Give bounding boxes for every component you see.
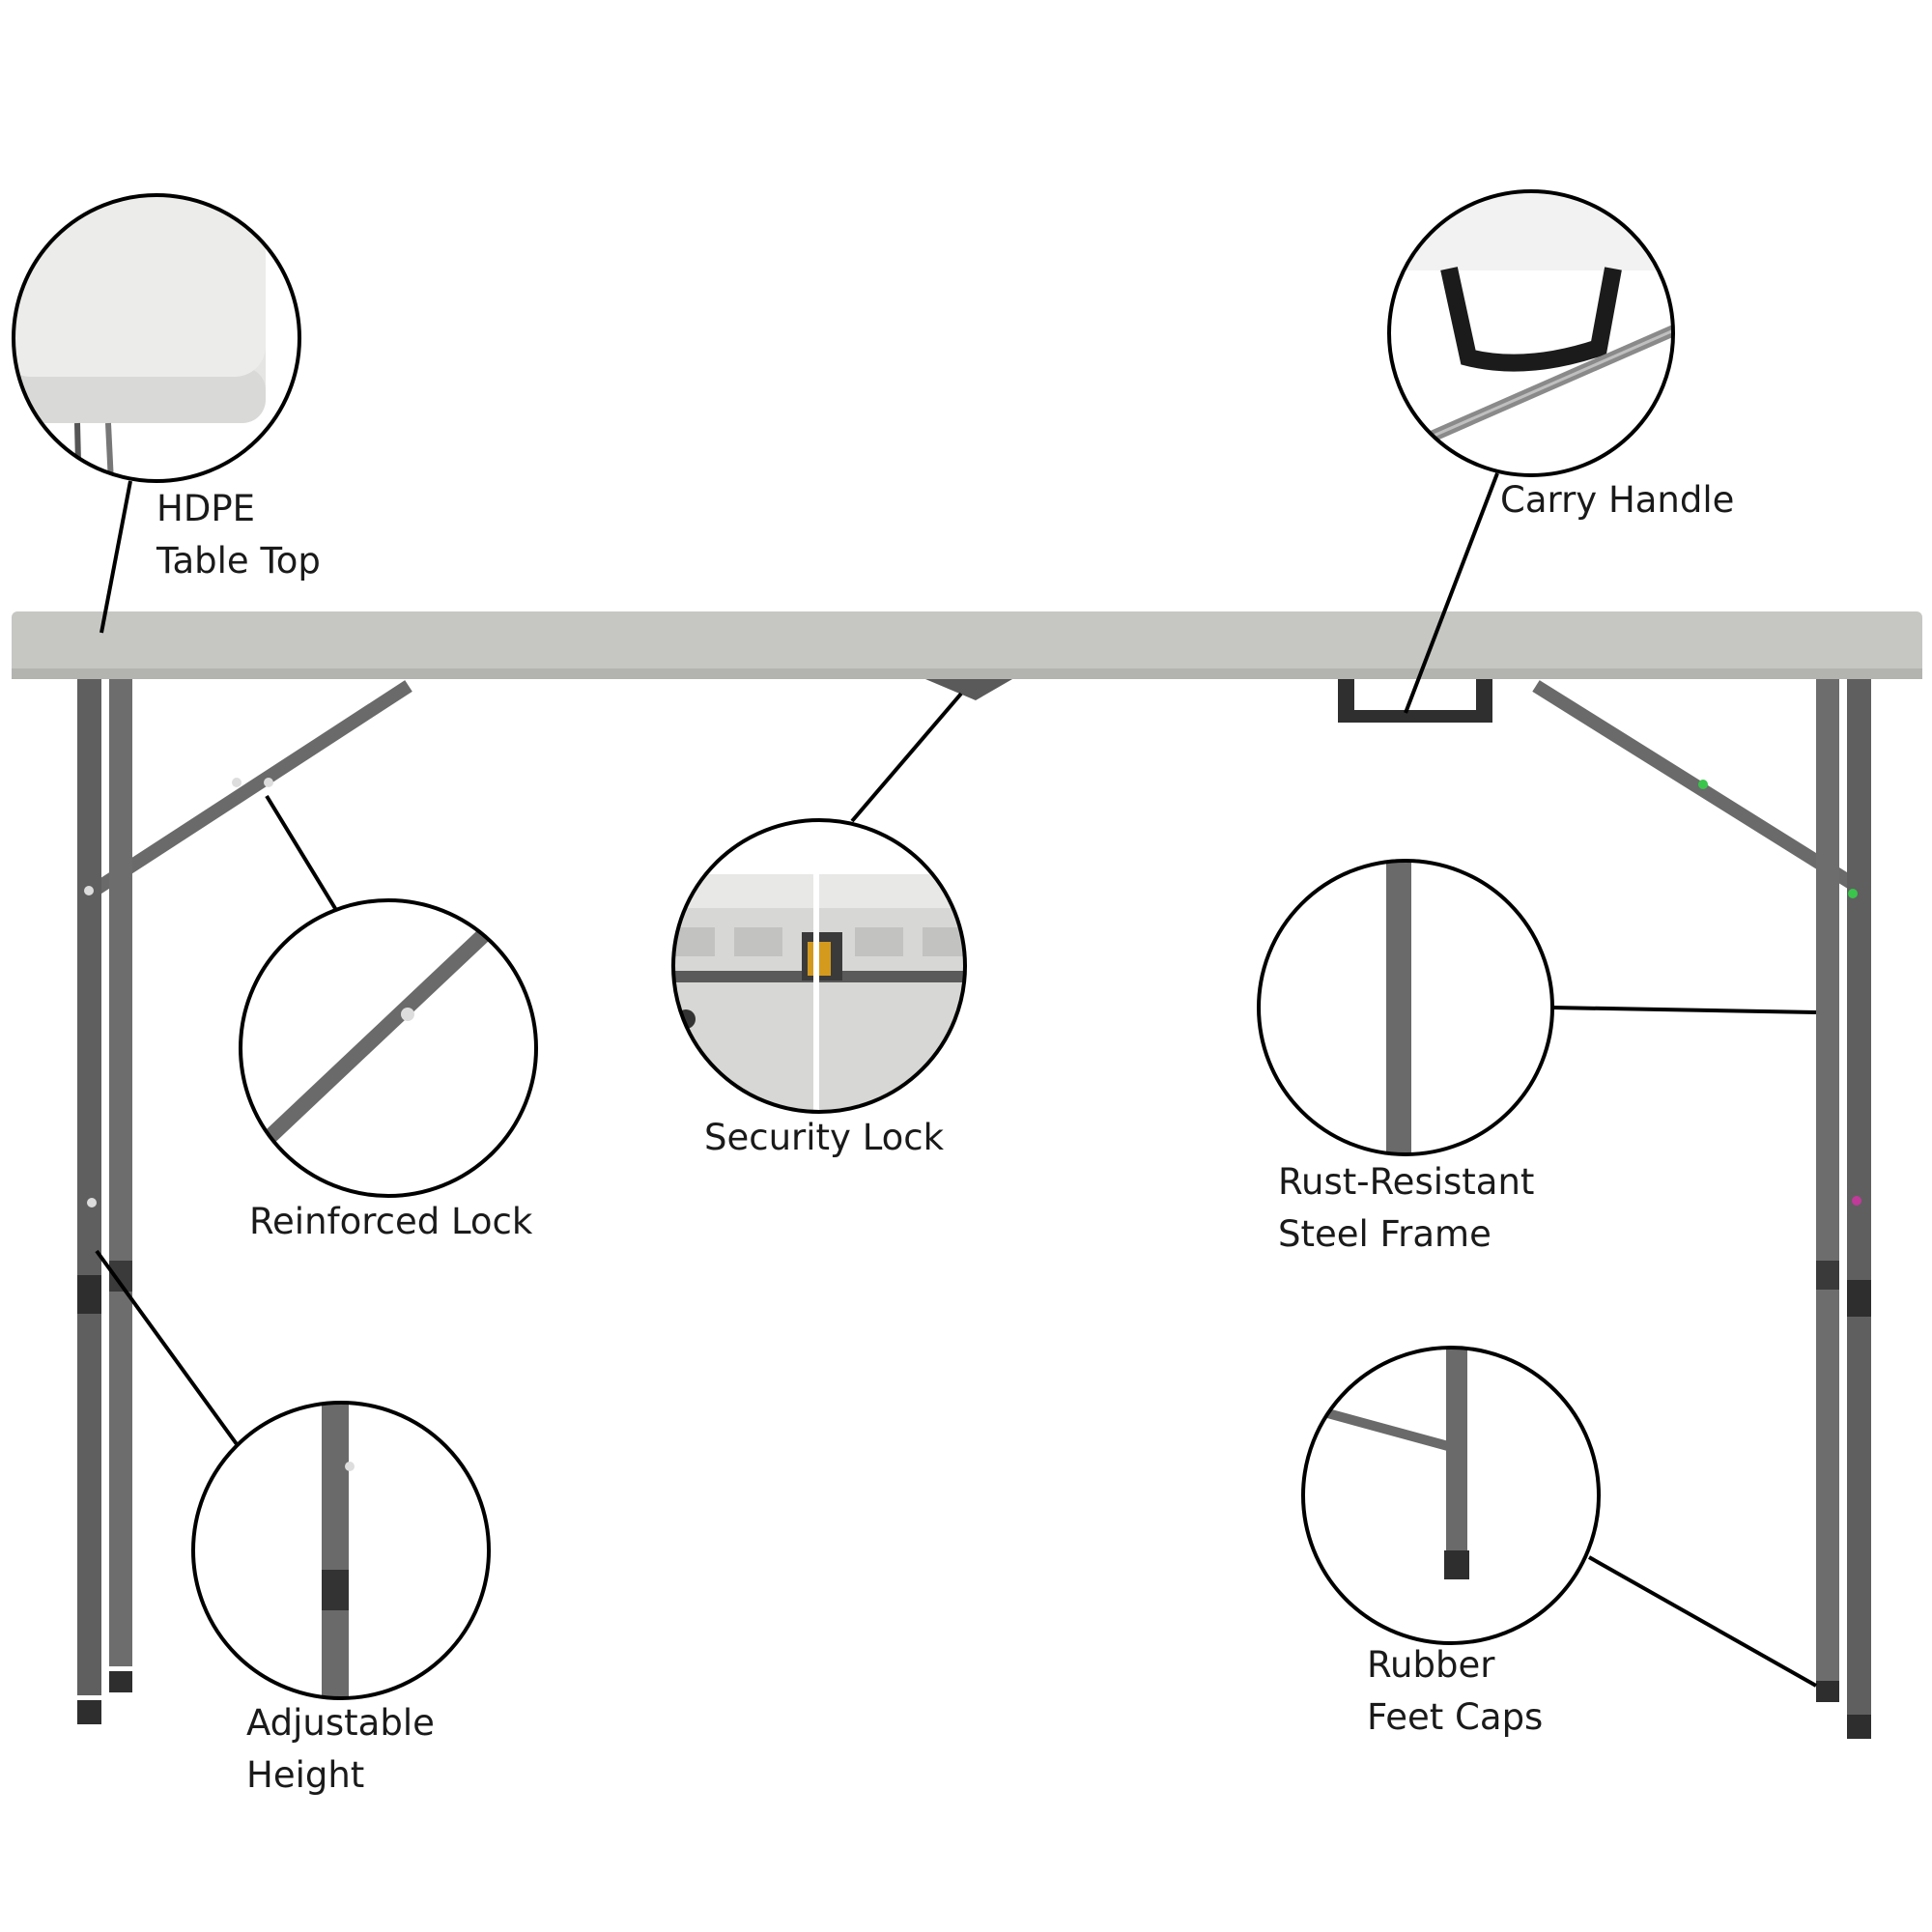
adjustable-height-label: Adjustable Height (246, 1702, 435, 1796)
rust-resistant-steel-frame-label: Rust-Resistant Steel Frame (1278, 1161, 1535, 1255)
left-brace-rivet (232, 778, 242, 787)
left-front-rubber-cap (77, 1700, 101, 1724)
right-leg-height-pin (1852, 1196, 1861, 1206)
table-top-edge-shadow (12, 668, 1922, 679)
left-rear-rubber-cap (109, 1671, 132, 1692)
right-front-rubber-cap (1847, 1715, 1871, 1739)
left-front-leg (77, 676, 101, 1695)
table-top (12, 611, 1922, 679)
reinforced-lock-detail (239, 898, 538, 1198)
security-lock-bracket (925, 679, 1012, 700)
steel-frame-callout-line (1551, 1006, 1817, 1014)
steel-frame-detail (1257, 859, 1554, 1156)
hdpe-table-top-label: HDPE Table Top (156, 488, 321, 582)
carry-handle-callout-line (1404, 472, 1499, 714)
right-rear-leg (1816, 676, 1839, 1681)
security-lock-callout-line (850, 692, 963, 823)
left-front-height-sleeve (77, 1275, 101, 1314)
left-leg-rivet (84, 886, 94, 895)
left-brace-rivet (264, 778, 273, 787)
rubber-feet-callout-line (1588, 1555, 1817, 1688)
adjustable-height-callout-line (95, 1249, 239, 1446)
folding-table (12, 611, 1922, 1739)
carry-handle-label: Carry Handle (1500, 479, 1735, 521)
callout-lines (95, 472, 1817, 1688)
reinforced-lock-callout-line (265, 794, 338, 912)
right-leg-rivet (1848, 889, 1858, 898)
right-front-leg (1847, 676, 1871, 1715)
rubber-feet-caps-label: Rubber Feet Caps (1367, 1644, 1544, 1738)
left-leg-height-pin (87, 1198, 97, 1208)
right-front-height-sleeve (1847, 1280, 1871, 1317)
security-lock-detail (671, 818, 967, 1114)
left-brace (93, 680, 412, 895)
carry-handle-detail (1387, 189, 1675, 477)
rubber-feet-caps-detail (1301, 1346, 1601, 1645)
reinforced-lock-label: Reinforced Lock (249, 1201, 533, 1242)
hdpe-table-top-detail (12, 193, 301, 483)
right-rear-height-sleeve (1816, 1261, 1839, 1290)
hdpe-callout-line (99, 480, 132, 634)
adjustable-height-detail (191, 1401, 491, 1700)
right-rear-rubber-cap (1816, 1681, 1839, 1702)
left-rear-leg (109, 676, 132, 1666)
right-brace-rivet (1698, 780, 1708, 789)
carry-handle (1338, 679, 1492, 723)
security-lock-label: Security Lock (704, 1117, 945, 1158)
right-brace (1532, 680, 1857, 890)
